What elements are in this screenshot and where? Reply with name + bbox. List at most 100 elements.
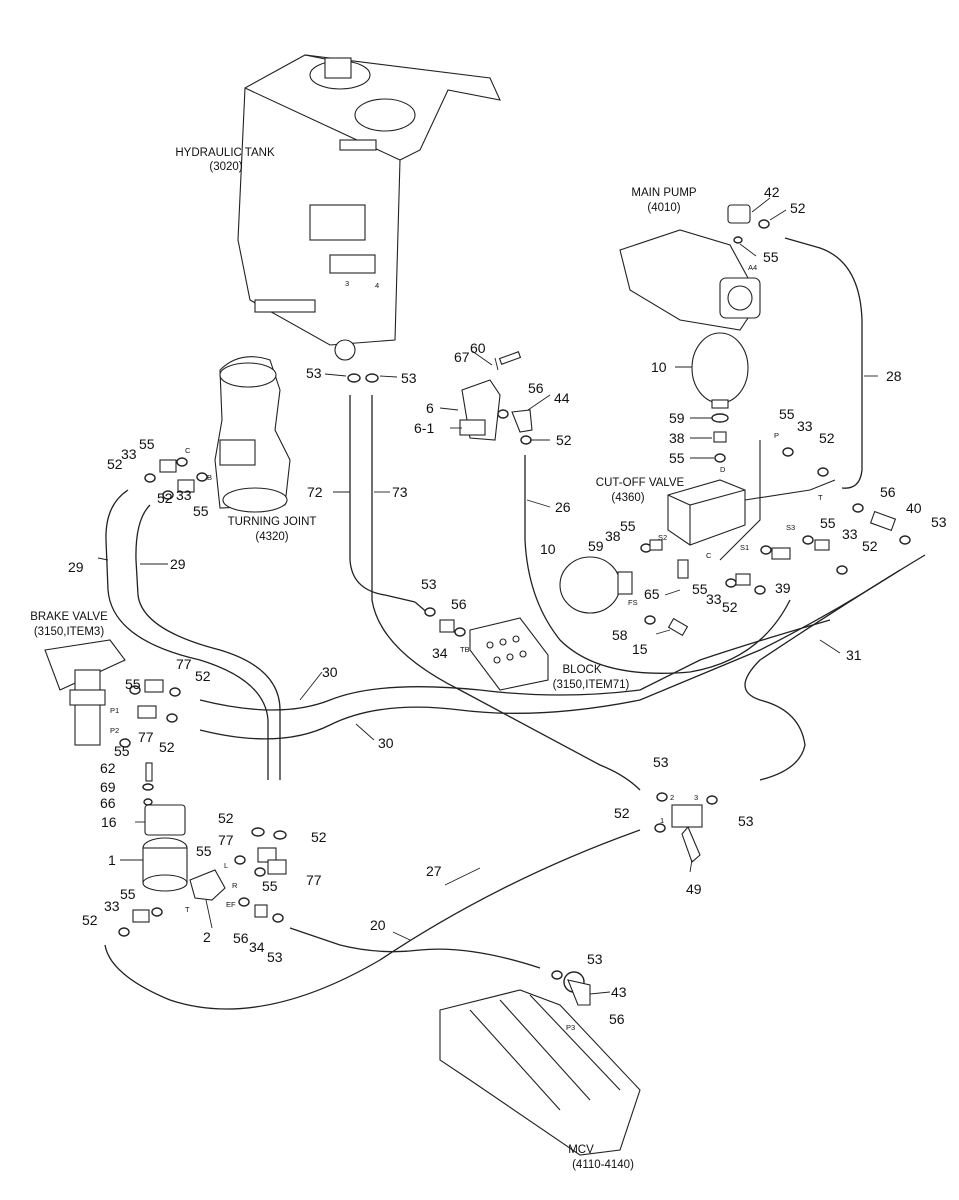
callout-52: 52 bbox=[311, 829, 327, 845]
brake-valve bbox=[44, 639, 126, 746]
callout-67: 67 bbox=[454, 349, 470, 365]
callout-43: 43 bbox=[611, 984, 627, 1000]
callout-27: 27 bbox=[426, 863, 442, 879]
cut-off-valve-code: (4360) bbox=[611, 492, 644, 504]
callout-16: 16 bbox=[101, 814, 117, 830]
turning-joint-port-c: C bbox=[185, 446, 191, 455]
block-code: (3150,ITEM71) bbox=[553, 679, 630, 691]
callout-6: 6 bbox=[426, 400, 434, 416]
callout-55: 55 bbox=[139, 436, 155, 452]
callout-29: 29 bbox=[170, 556, 186, 572]
brake-valve-name: BRAKE VALVE bbox=[30, 611, 108, 623]
turning-joint-code: (4320) bbox=[255, 531, 288, 543]
callout-52: 52 bbox=[218, 810, 234, 826]
tank-port-3: 3 bbox=[345, 279, 349, 288]
block-3150-71 bbox=[469, 617, 549, 691]
tee-port-2: 2 bbox=[670, 793, 674, 802]
brake-port-p2: P2 bbox=[110, 726, 119, 735]
callout-52: 52 bbox=[195, 668, 211, 684]
callout-30: 30 bbox=[322, 664, 338, 680]
callout-52: 52 bbox=[159, 739, 175, 755]
hose-31 bbox=[744, 554, 926, 781]
callout-31: 31 bbox=[846, 647, 862, 663]
mcv-code: (4110-4140) bbox=[572, 1159, 634, 1171]
mcv bbox=[439, 971, 641, 1156]
callout-55: 55 bbox=[692, 581, 708, 597]
callout-53: 53 bbox=[401, 370, 417, 386]
callout-42: 42 bbox=[764, 184, 780, 200]
callout-6-1: 6-1 bbox=[414, 420, 434, 436]
mcv-port-p3: P3 bbox=[566, 1023, 575, 1032]
callout-53: 53 bbox=[421, 576, 437, 592]
callout-77: 77 bbox=[306, 872, 322, 888]
cutoff-port-s1: S1 bbox=[740, 543, 749, 552]
mcv-name: MCV bbox=[568, 1144, 594, 1156]
callout-59: 59 bbox=[669, 410, 685, 426]
callout-65: 65 bbox=[644, 586, 660, 602]
callout-62: 62 bbox=[100, 760, 116, 776]
brake-port-p1: P1 bbox=[110, 706, 119, 715]
cutoff-port-fs: FS bbox=[628, 598, 638, 607]
callout-29: 29 bbox=[68, 559, 84, 575]
callout-56: 56 bbox=[451, 596, 467, 612]
hose-29-inner bbox=[135, 504, 281, 780]
callout-60: 60 bbox=[470, 340, 486, 356]
turning-joint-name: TURNING JOINT bbox=[228, 516, 317, 528]
callout-55: 55 bbox=[114, 743, 130, 759]
main-pump bbox=[619, 204, 761, 331]
callout-52: 52 bbox=[790, 200, 806, 216]
fittings bbox=[118, 219, 911, 1006]
callout-55: 55 bbox=[196, 843, 212, 859]
callout-53: 53 bbox=[267, 949, 283, 965]
block-port-tb: TB bbox=[460, 645, 470, 654]
callout-52: 52 bbox=[722, 599, 738, 615]
callout-53: 53 bbox=[653, 754, 669, 770]
brake-valve-code: (3150,ITEM3) bbox=[34, 626, 104, 638]
callout-59: 59 bbox=[588, 538, 604, 554]
hose-28 bbox=[784, 237, 863, 489]
hose-30-upper bbox=[199, 619, 831, 711]
callout-53: 53 bbox=[587, 951, 603, 967]
callout-72: 72 bbox=[307, 484, 323, 500]
callout-33: 33 bbox=[104, 898, 120, 914]
callout-1: 1 bbox=[108, 852, 116, 868]
cutoff-port-s3: S3 bbox=[786, 523, 795, 532]
callout-33: 33 bbox=[797, 418, 813, 434]
callout-39: 39 bbox=[775, 580, 791, 596]
callout-55: 55 bbox=[669, 450, 685, 466]
callout-66: 66 bbox=[100, 795, 116, 811]
callout-26: 26 bbox=[555, 499, 571, 515]
callout-44: 44 bbox=[554, 390, 570, 406]
callout-38: 38 bbox=[605, 528, 621, 544]
solenoid-port-t: T bbox=[185, 905, 190, 914]
callout-53: 53 bbox=[306, 365, 322, 381]
callout-52: 52 bbox=[614, 805, 630, 821]
turning-joint-port-b: B bbox=[207, 473, 212, 482]
valve-assembly-1 bbox=[142, 804, 226, 901]
callout-56: 56 bbox=[528, 380, 544, 396]
solenoid-port-l: L bbox=[224, 861, 228, 870]
tank-code: (3020) bbox=[209, 161, 242, 173]
tank-name: HYDRAULIC TANK bbox=[175, 147, 275, 159]
callout-34: 34 bbox=[249, 939, 265, 955]
hose-29-outer bbox=[105, 489, 269, 780]
callout-33: 33 bbox=[706, 591, 722, 607]
cutoff-port-p: P bbox=[774, 431, 779, 440]
accumulator-10-left bbox=[559, 556, 633, 614]
callout-49: 49 bbox=[686, 881, 702, 897]
callout-52: 52 bbox=[82, 912, 98, 928]
callout-55: 55 bbox=[262, 878, 278, 894]
tee-port-3: 3 bbox=[694, 793, 698, 802]
callout-52: 52 bbox=[556, 432, 572, 448]
callout-53: 53 bbox=[738, 813, 754, 829]
cutoff-port-s2: S2 bbox=[658, 533, 667, 542]
callout-52: 52 bbox=[819, 430, 835, 446]
cut-off-valve bbox=[667, 440, 836, 561]
hose-20 bbox=[289, 927, 541, 969]
callout-56: 56 bbox=[233, 930, 249, 946]
callout-10: 10 bbox=[651, 359, 667, 375]
callout-38: 38 bbox=[669, 430, 685, 446]
pump-port-a4: A4 bbox=[748, 263, 757, 272]
callout-77: 77 bbox=[176, 656, 192, 672]
